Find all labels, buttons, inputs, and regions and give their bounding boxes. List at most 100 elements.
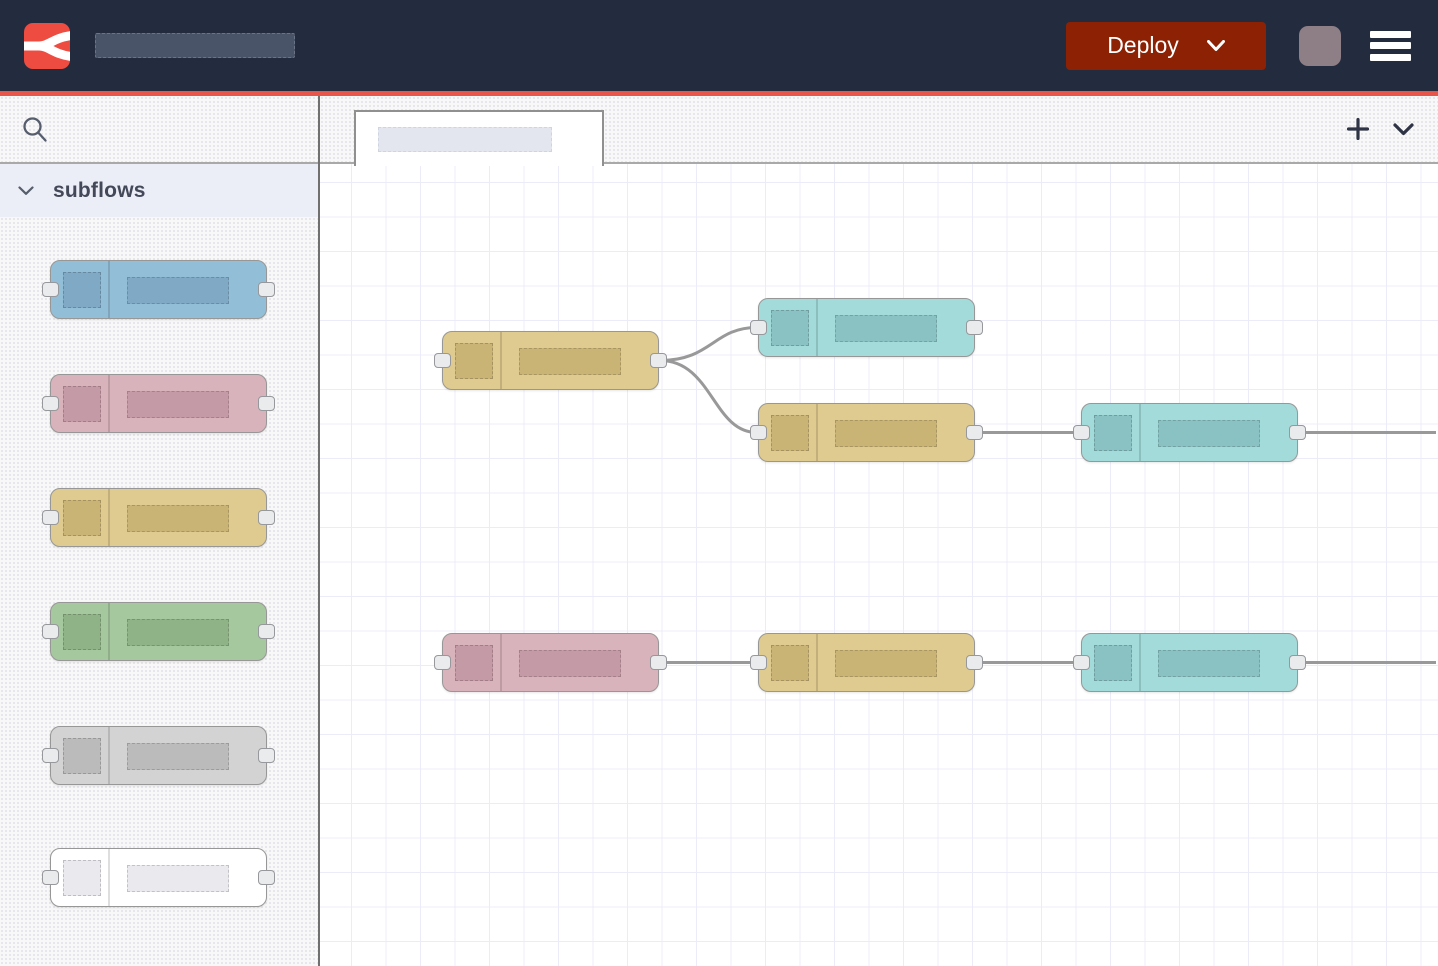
node-port-left[interactable] — [42, 282, 59, 297]
user-avatar[interactable] — [1299, 26, 1341, 66]
node-port-right[interactable] — [1289, 425, 1306, 440]
node-icon-placeholder — [771, 645, 809, 681]
node-port-right[interactable] — [258, 870, 275, 885]
node-port-right[interactable] — [258, 748, 275, 763]
node-divider — [816, 404, 818, 461]
palette-section-subflows[interactable]: subflows — [0, 164, 318, 217]
deploy-button-label: Deploy — [1107, 32, 1179, 59]
node-icon-placeholder — [63, 860, 101, 896]
node-port-right[interactable] — [966, 425, 983, 440]
node-icon-placeholder — [1094, 415, 1132, 451]
flow-node-cyan[interactable] — [1081, 633, 1298, 692]
node-port-left[interactable] — [1073, 655, 1090, 670]
flow-node-yellow[interactable] — [758, 403, 975, 462]
node-icon-placeholder — [63, 614, 101, 650]
flow-node-cyan[interactable] — [1081, 403, 1298, 462]
node-port-left[interactable] — [42, 624, 59, 639]
node-label-placeholder — [835, 315, 937, 342]
flow-tab[interactable] — [354, 110, 604, 166]
node-divider — [108, 849, 110, 906]
node-port-right[interactable] — [650, 353, 667, 368]
node-divider — [1139, 404, 1141, 461]
plus-icon — [1347, 118, 1369, 140]
palette-node-list — [0, 217, 318, 966]
flow-tab-bar — [320, 96, 1438, 164]
palette-section-label: subflows — [53, 179, 146, 203]
node-divider — [108, 727, 110, 784]
node-port-left[interactable] — [434, 353, 451, 368]
add-flow-button[interactable] — [1347, 118, 1369, 140]
node-label-placeholder — [127, 619, 229, 646]
flow-node-cyan[interactable] — [758, 298, 975, 357]
node-port-right[interactable] — [966, 320, 983, 335]
node-label-placeholder — [519, 650, 621, 677]
node-icon-placeholder — [1094, 645, 1132, 681]
node-label-placeholder — [127, 865, 229, 892]
node-label-placeholder — [1158, 420, 1260, 447]
node-port-left[interactable] — [1073, 425, 1090, 440]
node-divider — [816, 299, 818, 356]
node-divider — [108, 603, 110, 660]
flow-canvas[interactable] — [320, 164, 1438, 966]
palette-node-green[interactable] — [50, 602, 267, 661]
node-port-right[interactable] — [650, 655, 667, 670]
chevron-down-icon — [1207, 40, 1225, 52]
palette-node-gray[interactable] — [50, 726, 267, 785]
search-icon[interactable] — [22, 116, 48, 143]
node-port-left[interactable] — [42, 510, 59, 525]
node-port-right[interactable] — [1289, 655, 1306, 670]
node-icon-placeholder — [455, 645, 493, 681]
palette-sidebar: subflows — [0, 96, 320, 966]
node-icon-placeholder — [771, 415, 809, 451]
node-port-left[interactable] — [434, 655, 451, 670]
palette-node-pink[interactable] — [50, 374, 267, 433]
main-menu-button[interactable] — [1370, 27, 1411, 65]
node-divider — [500, 332, 502, 389]
flow-fork-icon — [24, 23, 70, 69]
node-port-left[interactable] — [750, 425, 767, 440]
node-divider — [1139, 634, 1141, 691]
palette-node-white[interactable] — [50, 848, 267, 907]
node-divider — [108, 375, 110, 432]
node-port-left[interactable] — [750, 655, 767, 670]
node-icon-placeholder — [455, 343, 493, 379]
node-port-left[interactable] — [750, 320, 767, 335]
palette-node-blue[interactable] — [50, 260, 267, 319]
palette-search-row — [0, 96, 318, 164]
hamburger-icon — [1370, 31, 1411, 38]
flow-list-button[interactable] — [1393, 123, 1414, 136]
node-label-placeholder — [1158, 650, 1260, 677]
node-port-left[interactable] — [42, 870, 59, 885]
app-logo[interactable] — [24, 23, 70, 69]
flow-node-yellow[interactable] — [442, 331, 659, 390]
workspace-area — [320, 96, 1438, 966]
node-label-placeholder — [127, 277, 229, 304]
palette-node-yellow[interactable] — [50, 488, 267, 547]
node-label-placeholder — [127, 391, 229, 418]
wire[interactable] — [660, 328, 757, 361]
flow-node-yellow[interactable] — [758, 633, 975, 692]
node-label-placeholder — [127, 743, 229, 770]
node-icon-placeholder — [771, 310, 809, 346]
node-label-placeholder — [835, 650, 937, 677]
node-label-placeholder — [127, 505, 229, 532]
node-icon-placeholder — [63, 738, 101, 774]
node-port-right[interactable] — [258, 282, 275, 297]
deploy-button[interactable]: Deploy — [1066, 22, 1266, 70]
node-label-placeholder — [519, 348, 621, 375]
node-divider — [816, 634, 818, 691]
node-port-right[interactable] — [258, 624, 275, 639]
flow-node-pink[interactable] — [442, 633, 659, 692]
section-chevron-down-icon — [18, 186, 34, 196]
node-port-right[interactable] — [966, 655, 983, 670]
node-port-right[interactable] — [258, 510, 275, 525]
wire[interactable] — [660, 361, 757, 433]
node-divider — [108, 261, 110, 318]
node-port-right[interactable] — [258, 396, 275, 411]
node-icon-placeholder — [63, 386, 101, 422]
header: Deploy — [0, 0, 1438, 91]
node-port-left[interactable] — [42, 396, 59, 411]
node-port-left[interactable] — [42, 748, 59, 763]
node-label-placeholder — [835, 420, 937, 447]
